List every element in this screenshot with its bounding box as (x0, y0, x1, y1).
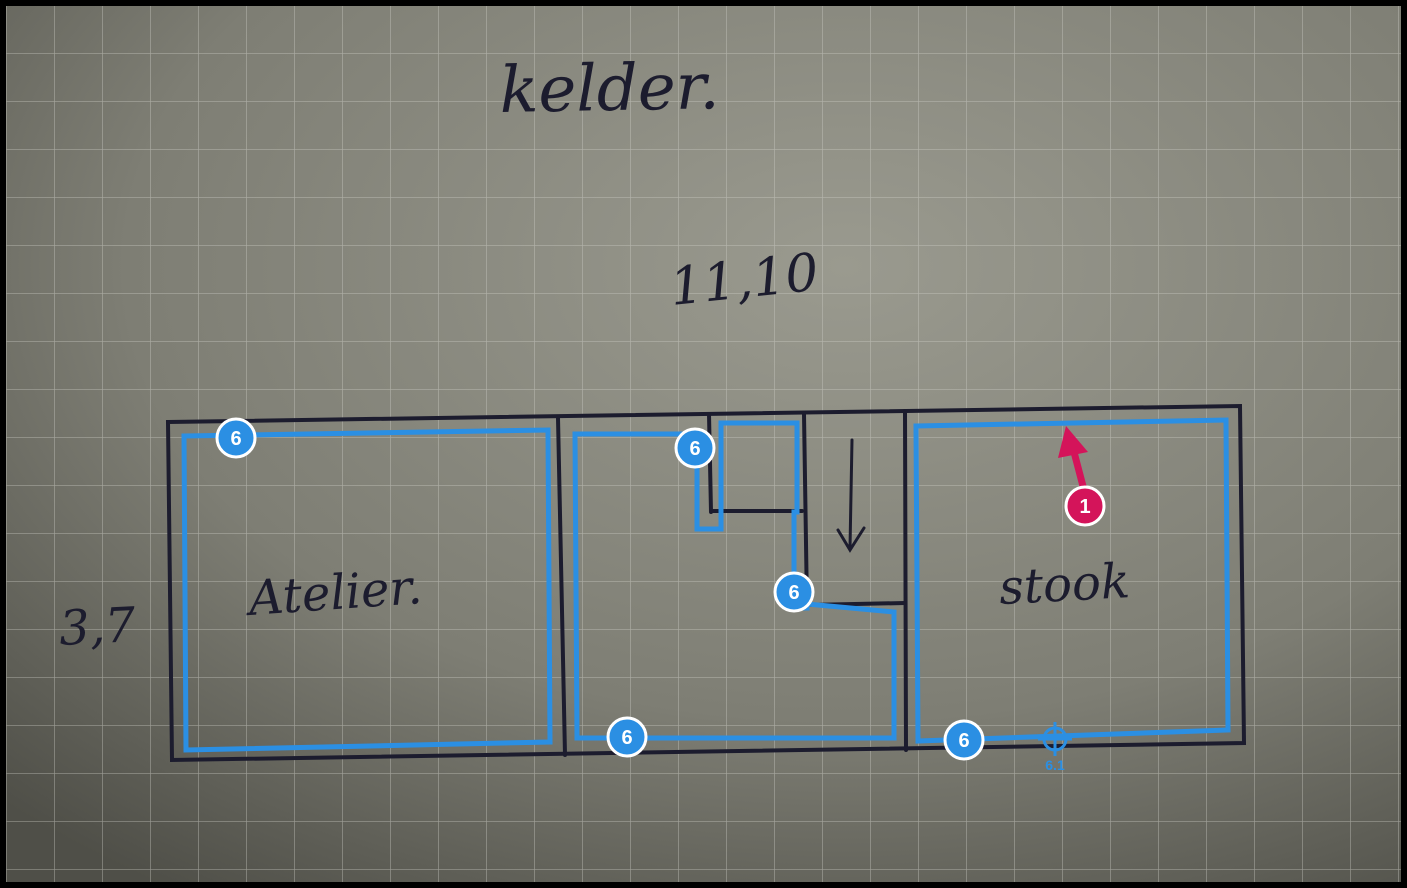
svg-text:1: 1 (1079, 496, 1090, 518)
arrow-down-icon (836, 438, 866, 553)
stair-wall (802, 412, 809, 609)
wall-badge[interactable]: 6 (215, 417, 257, 459)
svg-text:6: 6 (689, 438, 700, 460)
svg-text:6: 6 (621, 727, 632, 749)
wall-divider-right (903, 409, 908, 752)
svg-text:6: 6 (788, 582, 799, 604)
height-dimension-label: 3,7 (58, 597, 138, 657)
svg-text:6: 6 (230, 428, 241, 450)
closet-wall-left (707, 412, 713, 514)
wall-badge[interactable]: 6 (943, 719, 985, 761)
wall-badge[interactable]: 6 (674, 427, 716, 469)
outline-middle-room (572, 420, 897, 741)
room-label-stook: stook (998, 553, 1132, 616)
arrow-badge[interactable]: 1 (1064, 485, 1106, 527)
outline-stook (913, 417, 1231, 744)
point-label: 6.1 (1045, 757, 1065, 773)
wall-badge[interactable]: 6 (606, 716, 648, 758)
room-label-atelier: Atelier. (243, 559, 424, 627)
outline-atelier (181, 427, 553, 753)
svg-text:6: 6 (958, 730, 969, 752)
wall-badge[interactable]: 6 (773, 571, 815, 613)
crosshair-icon[interactable] (1038, 722, 1072, 756)
room-outlines (181, 417, 1231, 753)
pencil-walls (165, 403, 1247, 763)
direction-arrow (1058, 426, 1088, 494)
outer-wall (165, 403, 1247, 763)
wall-divider-left (556, 416, 567, 757)
sketch-title: kelder. (499, 50, 720, 128)
